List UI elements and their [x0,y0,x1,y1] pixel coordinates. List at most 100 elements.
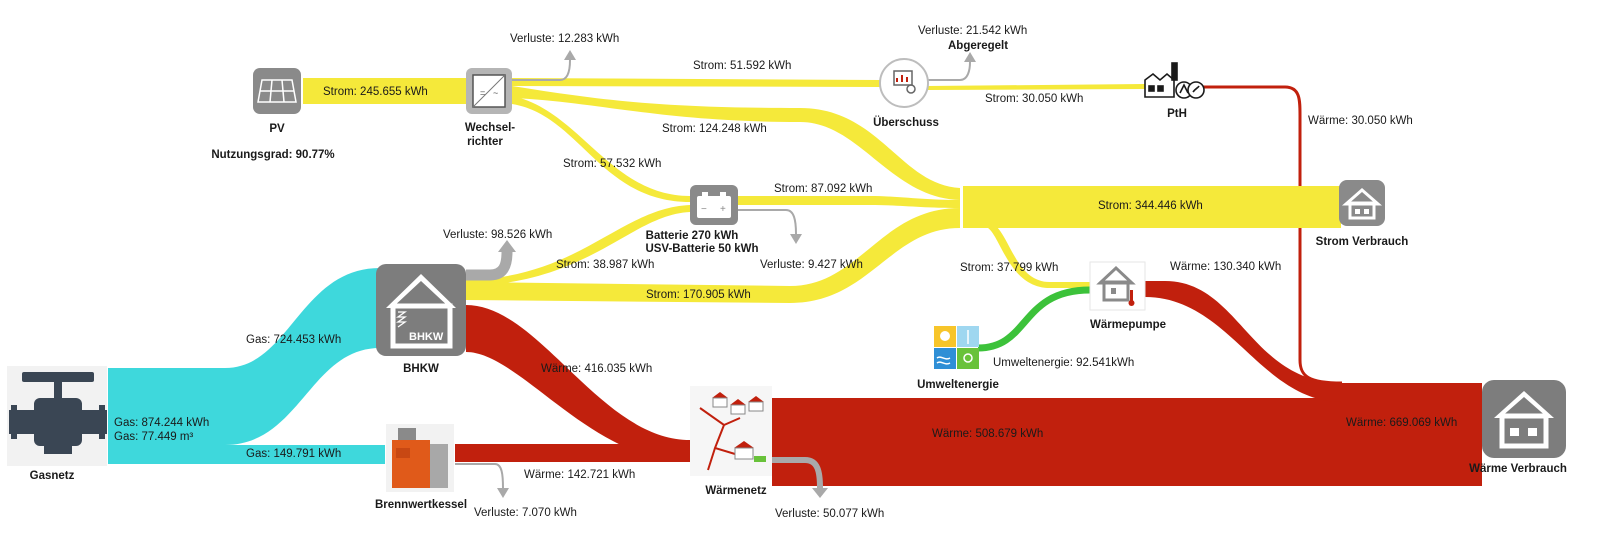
label-abgeregelt: Abgeregelt [948,40,1008,52]
gasnetz-node[interactable]: Gasnetz [7,366,107,482]
label-strom-ueberschuss: Strom: 51.592 kWh [693,60,791,72]
loss-arrow-kessel-head [497,488,509,498]
gas-flow-bhkw [220,268,380,445]
label-strom-waermepumpe: Strom: 37.799 kWh [960,262,1058,274]
heat-flow-pth [1195,85,1343,385]
strom-flow-verbrauch-total [963,186,1341,228]
pv-node[interactable]: PV Nutzungsgrad: 90.77% [211,68,335,161]
label-batterie-verluste: Verluste: 9.427 kWh [760,259,863,271]
strom-flow-bhkw-batterie [466,205,690,286]
pv-utilization: Nutzungsgrad: 90.77% [211,149,334,161]
ueberschuss-label: Überschuss [873,116,939,129]
batterie-label-1: Batterie 270 kWh [646,230,739,242]
label-strom-verbrauch-total: Strom: 344.446 kWh [1098,200,1203,212]
strom-flow-ueberschuss-pth [928,84,1145,90]
heat-flows [455,85,1482,486]
waermenetz-node[interactable]: Wärmenetz [690,386,772,497]
gas-valve-icon [9,372,107,454]
strom-flow-wr-verbrauch [512,86,960,200]
heat-flow-bhkw-waermenetz [466,305,690,462]
loss-arrow-waermenetz [772,457,823,489]
loss-arrow-wechselrichter-head [564,50,576,60]
loss-arrow-batterie-head [790,234,802,244]
strom-verbrauch-node[interactable]: Strom Verbrauch [1316,180,1409,248]
label-wp-waerme: Wärme: 130.340 kWh [1170,261,1281,273]
heat-flow-verbrauch-total [1342,383,1482,486]
svg-text:~: ~ [493,88,498,98]
batterie-node[interactable]: − + Batterie 270 kWh USV-Batterie 50 kWh [645,185,759,255]
batterie-label-2: USV-Batterie 50 kWh [645,243,758,255]
gas-flow-main [108,368,220,464]
heat-flow-kessel-waermenetz [455,444,690,462]
wechselrichter-label-2: richter [467,136,503,148]
strom-verbrauch-label: Strom Verbrauch [1316,236,1409,248]
label-kessel-verluste: Verluste: 7.070 kWh [474,507,577,519]
label-gas-bhkw: Gas: 724.453 kWh [246,334,341,346]
label-strom-wr-verbrauch: Strom: 124.248 kWh [662,123,767,135]
loss-arrow-ueberschuss [928,61,971,81]
strom-flow-bhkw-verbrauch [466,208,960,303]
label-strom-bhkw-batterie: Strom: 38.987 kWh [556,259,654,271]
gasnetz-label: Gasnetz [30,470,75,482]
label-waerme-verbrauch-total: Wärme: 669.069 kWh [1346,417,1457,429]
label-pv-strom: Strom: 245.655 kWh [323,86,428,98]
pth-label: PtH [1167,108,1187,120]
waerme-verbrauch-node[interactable]: Wärme Verbrauch [1469,380,1567,475]
svg-text:=: = [480,88,485,98]
power-to-heat-icon [1144,62,1205,99]
svg-text:+: + [720,204,726,215]
umweltenergie-label: Umweltenergie [917,379,999,391]
strom-flow-wr-batterie [512,96,690,202]
brennwertkessel-label: Brennwertkessel [375,499,467,511]
loss-arrows [455,50,976,498]
svg-text:−: − [701,204,707,215]
wechselrichter-node[interactable]: = ~ Wechsel- richter [465,68,515,148]
brennwertkessel-node[interactable]: Brennwertkessel [375,424,467,511]
pth-node[interactable]: PtH [1144,62,1205,120]
strom-flow-batterie-verbrauch [738,196,960,208]
gas-flow-kessel [220,445,385,464]
label-strom-pth: Strom: 30.050 kWh [985,93,1083,105]
chp-house-icon [376,264,466,356]
waermepumpe-node[interactable]: Wärmepumpe [1089,261,1166,331]
heat-network-houses-icon [699,392,766,471]
pv-label: PV [269,123,285,135]
loss-arrow-wechselrichter [512,59,571,81]
label-strom-batterie-verbrauch: Strom: 87.092 kWh [774,183,872,195]
label-bhkw-verluste: Verluste: 98.526 kWh [443,229,552,241]
heat-flow-waermenetz-verbrauch [772,398,1342,486]
environment-energy-icon [934,326,979,369]
loss-arrow-kessel [455,463,504,489]
label-gas-kessel: Gas: 149.791 kWh [246,448,341,460]
label-umweltenergie-value: Umweltenergie: 92.541kWh [993,357,1134,369]
waermenetz-label: Wärmenetz [705,485,767,497]
bhkw-node[interactable]: BHKW BHKW [376,264,466,375]
label-strom-wr-batterie: Strom: 57.532 kWh [563,158,661,170]
flow-labels: Strom: 245.655 kWh Verluste: 12.283 kWh … [114,25,1457,520]
strom-flow-pv-wr [303,78,468,104]
label-wr-verluste: Verluste: 12.283 kWh [510,33,619,45]
bhkw-icon-text: BHKW [409,331,444,343]
waerme-verbrauch-label: Wärme Verbrauch [1469,463,1567,475]
gas-flows [108,268,385,464]
label-gas-total-m3: Gas: 77.449 m³ [114,431,193,443]
label-waermenetz-waerme: Wärme: 508.679 kWh [932,428,1043,440]
label-pth-waerme: Wärme: 30.050 kWh [1308,115,1413,127]
bhkw-label: BHKW [403,363,439,375]
loss-arrow-waermenetz-head [812,488,828,498]
boiler-icon [386,424,454,492]
strom-flow-wr-ueberschuss [512,78,880,87]
electricity-flows [303,78,1341,303]
waermepumpe-label: Wärmepumpe [1090,319,1166,331]
umwelt-flow-waermepumpe [977,286,1091,352]
strom-flow-waermepumpe [983,220,1090,288]
label-bhkw-waerme: Wärme: 416.035 kWh [541,363,652,375]
label-kessel-waerme: Wärme: 142.721 kWh [524,469,635,481]
umweltenergie-node[interactable]: Umweltenergie [917,326,999,391]
loss-arrow-batterie [738,209,797,235]
ueberschuss-node[interactable]: Überschuss [873,58,939,129]
loss-arrow-bhkw-head [498,240,516,252]
loss-arrow-ueberschuss-head [964,52,976,62]
